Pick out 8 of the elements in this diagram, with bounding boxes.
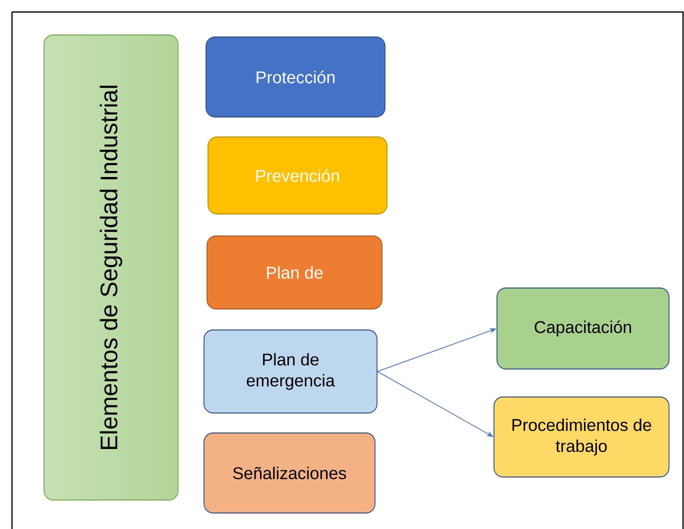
item-box: Plan de — [206, 236, 382, 310]
item-box: Señalizaciones — [204, 432, 376, 514]
item-box: Prevención — [208, 136, 388, 214]
category-box: Elementos de Seguridad Industrial — [44, 34, 178, 500]
item-box: Protección — [206, 36, 386, 118]
item-box: Procedimientos de trabajo — [494, 396, 670, 478]
item-box: Capacitación — [496, 288, 670, 370]
item-box: Plan de emergencia — [204, 330, 378, 414]
